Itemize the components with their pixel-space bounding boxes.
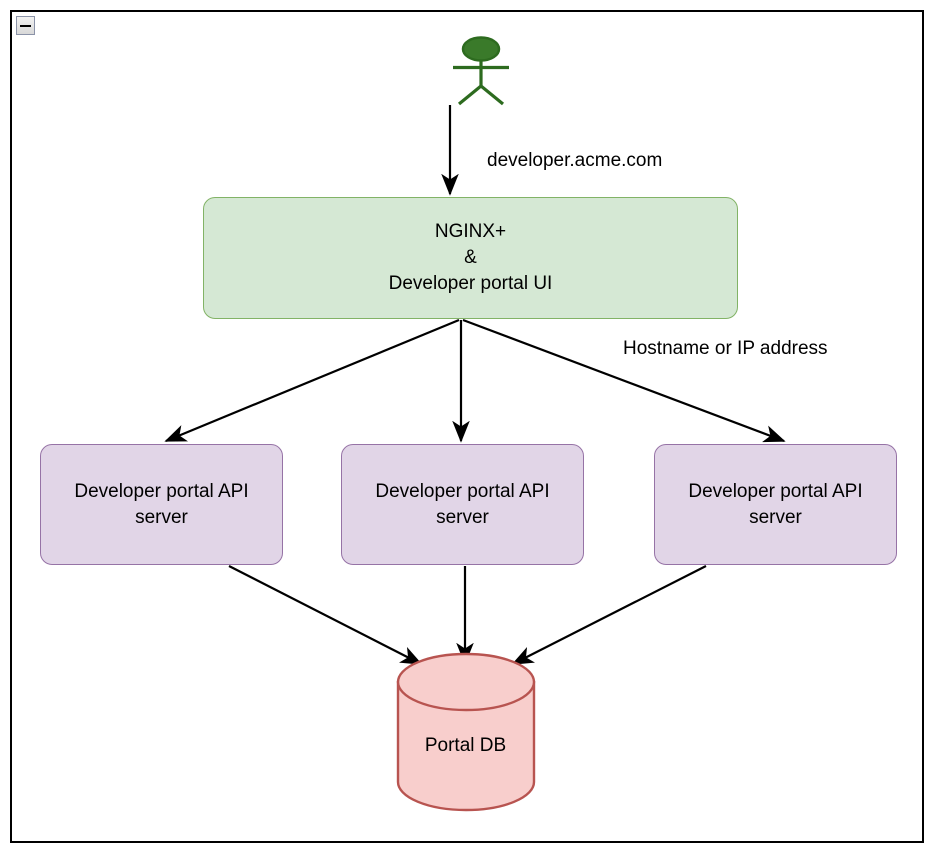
collapse-toggle-button[interactable] <box>16 16 35 35</box>
minus-icon <box>20 25 31 27</box>
edge-label-hostname: Hostname or IP address <box>623 338 828 359</box>
node-label: Developer portal API server <box>688 480 863 528</box>
node-nginx-developer-portal-ui[interactable]: NGINX+ & Developer portal UI <box>203 197 738 319</box>
node-label: NGINX+ & Developer portal UI <box>388 221 553 294</box>
edge-label-domain: developer.acme.com <box>487 150 663 171</box>
node-developer-portal-api-server-3[interactable]: Developer portal API server <box>654 444 897 565</box>
node-developer-portal-api-server-1[interactable]: Developer portal API server <box>40 444 283 565</box>
node-portal-db[interactable]: Portal DB <box>397 654 534 811</box>
node-developer-portal-api-server-2[interactable]: Developer portal API server <box>341 444 584 565</box>
node-label: Portal DB <box>424 734 507 756</box>
node-label: Developer portal API server <box>74 480 249 528</box>
node-label: Developer portal API server <box>375 480 550 528</box>
